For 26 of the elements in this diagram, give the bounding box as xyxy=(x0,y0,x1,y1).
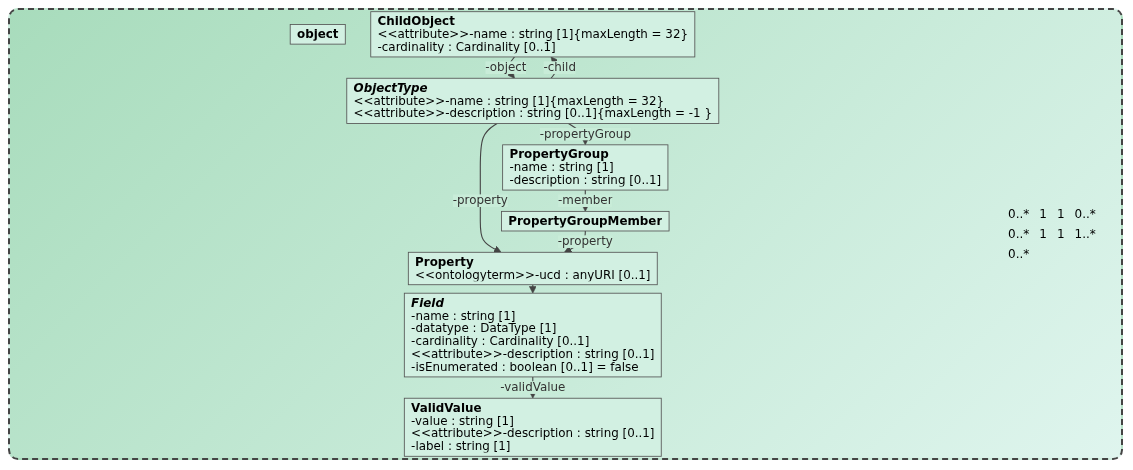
multiplicity-label: 1 xyxy=(1055,206,1066,222)
edge-label: -property xyxy=(557,234,613,248)
node-box: PropertyGroup -name : string [1] -description : string [0..1] xyxy=(502,144,669,191)
edge-label: -child xyxy=(543,60,576,74)
multiplicity-label: 1..* xyxy=(1073,226,1097,242)
multiplicity-label: 0..* xyxy=(1007,246,1031,262)
node-box: ChildObject <<attribute>>-name : string [1]{maxLength = 32} -cardinality : Cardinality [0..1] xyxy=(370,11,696,58)
multiplicity-label: 1 xyxy=(1038,206,1048,222)
edge-label: -validValue xyxy=(500,380,566,394)
edge-label: -member xyxy=(558,193,613,208)
node-box: object xyxy=(289,24,346,45)
multiplicity-label: 0..* xyxy=(1007,206,1031,222)
arrow xyxy=(479,122,502,253)
multiplicity-label: 0..* xyxy=(1007,226,1031,242)
node-box: Field -name : string [1] -datatype : DataType [1] -cardinality : Cardinality [0..1] <<attribute>>-description : string [0..1] -isEnumerated : boolean [0..1] = false xyxy=(403,292,662,378)
node-box: ObjectType <<attribute>>-name : string [1]{maxLength = 32} <<attribute>>-description : string [0..1]{maxLength = -1 } xyxy=(346,77,720,124)
node-box: ValidValue -value : string [1] <<attribute>>-description : string [0..1] -label : string [1] xyxy=(403,397,662,457)
edge-label: -object xyxy=(485,60,527,74)
multiplicity-label: 0..* xyxy=(1073,206,1097,222)
multiplicity-label: 1 xyxy=(1055,226,1066,242)
multiplicity-label: 1 xyxy=(1038,226,1048,242)
edge-label: -propertyGroup xyxy=(539,126,631,141)
node-box: Property <<ontologyterm>>-ucd : anyURI [0..1] xyxy=(407,251,658,286)
arrow xyxy=(529,284,537,294)
node-box: PropertyGroupMember xyxy=(501,210,670,232)
edge-label: -property xyxy=(452,193,508,208)
